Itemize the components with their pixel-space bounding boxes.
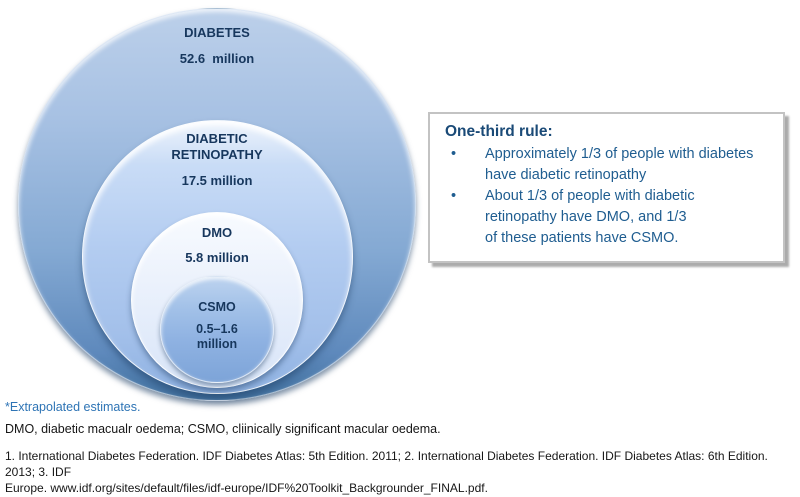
label-diabetes-name: DIABETES (184, 25, 250, 40)
footnote-extrapolated: *Extrapolated estimates. (5, 400, 141, 414)
label-diabetes-value: 52.6 million (179, 51, 255, 67)
label-csmo-value: 0.5–1.6 million (196, 321, 238, 352)
one-third-rule-bullet-1: Approximately 1/3 of people with diabete… (445, 144, 775, 186)
one-third-rule-box: One-third rule: Approximately 1/3 of peo… (428, 112, 785, 264)
footnote-references: 1. International Diabetes Federation. ID… (5, 449, 768, 496)
label-diabetic-retinopathy: DIABETIC RETINOPATHY 17.5 million (0, 131, 434, 189)
label-retinopathy-value: 17.5 million (181, 172, 253, 188)
footnotes: *Extrapolated estimates. DMO, diabetic m… (5, 400, 797, 497)
circle-csmo (160, 276, 274, 383)
slide: DIABETES 52.6 million DIABETIC RETINOPAT… (0, 0, 800, 482)
label-retinopathy-name: DIABETIC RETINOPATHY (171, 131, 263, 163)
label-csmo-name: CSMO (198, 300, 236, 314)
one-third-rule-title: One-third rule: (445, 123, 553, 140)
label-dmo-name: DMO (201, 225, 233, 240)
label-diabetes: DIABETES 52.6 million (0, 25, 434, 68)
label-dmo-value: 5.8 million (185, 250, 249, 266)
footnote-abbreviations: DMO, diabetic macualr oedema; CSMO, clii… (5, 422, 441, 436)
label-dmo: DMO 5.8 million (0, 225, 434, 267)
one-third-rule-bullet-2: About 1/3 of people with diabetic retino… (445, 186, 775, 249)
one-third-rule-list: Approximately 1/3 of people with diabete… (445, 144, 775, 249)
label-csmo: CSMO 0.5–1.6 million (0, 300, 434, 353)
